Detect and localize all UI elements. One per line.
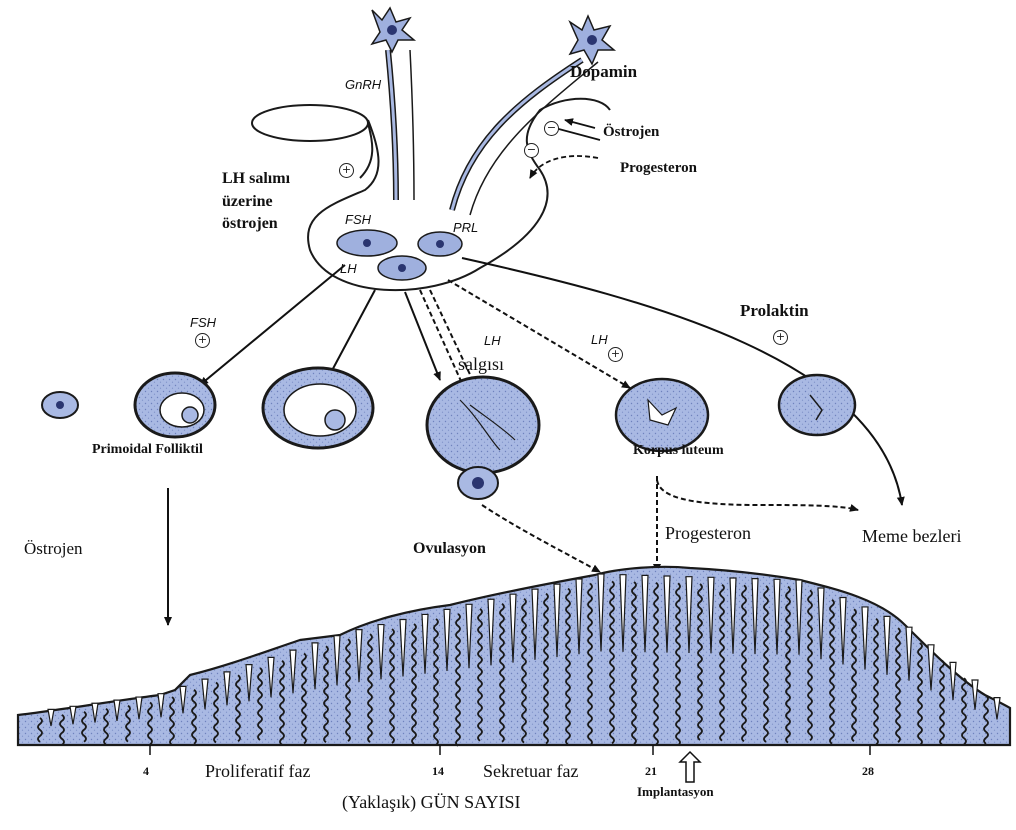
minus-sign-progesteron: − [524,143,539,158]
progesteron-mid-label: Progesteron [665,524,751,544]
lh-salgisi-label: salgısı [458,355,504,375]
ovulasyon-label: Ovulasyon [413,540,486,558]
plus-sign-lh: + [608,347,623,362]
korpus-label: Korpus luteum [633,443,724,458]
sekretuar-faz-label: Sekretuar faz [483,762,578,782]
gnrh-label: GnRH [345,78,381,92]
minus-sign-ostrojen: − [544,121,559,136]
lh-cell-label: LH [340,262,357,276]
follicles [42,368,855,499]
endometrium [18,567,1010,746]
day-tick-label-28: 28 [862,765,874,778]
fsh-cell-label: FSH [345,213,371,227]
lh-right-label: LH [591,333,608,347]
implantasyon-label: Implantasyon [637,785,714,799]
progesteron-top-label: Progesteron [620,160,697,177]
lh-salimi-label-3: östrojen [222,215,278,233]
lh-salgisi-lh-label: LH [484,334,501,348]
plus-sign-prolaktin: + [773,330,788,345]
day-tick-label-21: 21 [645,765,657,778]
prolaktin-label: Prolaktin [740,302,809,321]
plus-sign-lh-salimi: + [339,163,354,178]
dopamin-label: Dopamin [570,63,637,82]
meme-bezleri-label: Meme bezleri [862,527,961,547]
gun-sayisi-label: (Yaklaşık) GÜN SAYISI [342,793,521,813]
primoidal-label: Primoidal Folliktil [92,442,203,457]
neuron-right [452,16,614,215]
implantation-arrow [680,752,700,782]
ostrojen-left-label: Östrojen [24,540,83,559]
lh-salimi-label-2: üzerine [222,193,273,211]
ostrojen-top-label: Östrojen [603,124,659,141]
plus-sign-fsh: + [195,333,210,348]
lh-salimi-label-1: LH salımı [222,170,290,188]
day-ticks [150,745,870,755]
prl-cell-label: PRL [453,221,478,235]
fsh-arrow-label: FSH [190,316,216,330]
day-tick-label-14: 14 [432,765,444,778]
proliferatif-faz-label: Proliferatif faz [205,762,310,782]
day-tick-label-4: 4 [143,765,149,778]
